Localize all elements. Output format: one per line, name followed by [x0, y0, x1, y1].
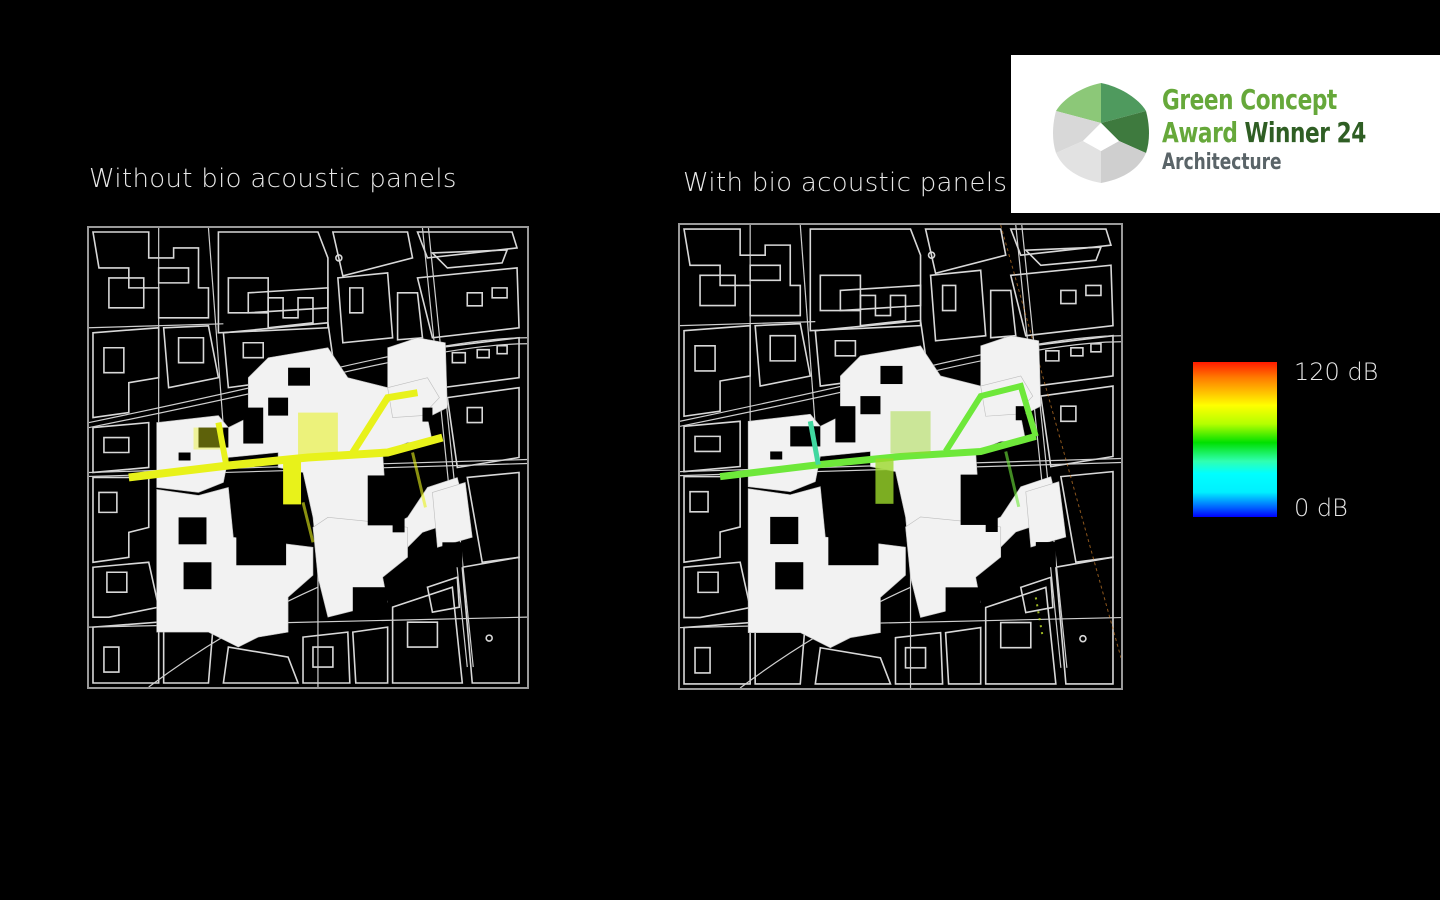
badge-winner-year: Winner 24 [1244, 116, 1367, 149]
site-plan-svg [680, 225, 1121, 688]
noise-particles [128, 389, 444, 543]
badge-line-green-concept: Green Concept [1162, 83, 1337, 116]
badge-award-word: Award [1162, 116, 1238, 149]
decibel-legend: 120 dB 0 dB [1193, 358, 1378, 522]
surrounding-parcels [683, 228, 1114, 685]
panel-line-marker [1000, 225, 1121, 658]
site-plan-svg [89, 228, 527, 687]
noise-particles [719, 382, 1044, 638]
badge-line-award-winner: Award Winner 24 [1162, 116, 1366, 149]
color-scale-bar [1193, 362, 1277, 517]
building-courtyards [178, 367, 463, 618]
panel-title-with-panels: With bio acoustic panels [683, 168, 1008, 198]
project-buildings [156, 337, 473, 648]
award-badge: Green Concept Award Winner 24 Architectu… [1011, 55, 1440, 213]
legend-max-label: 120 dB [1294, 358, 1379, 386]
project-buildings [747, 335, 1067, 649]
noise-map-with-panels [678, 223, 1123, 690]
noise-map-without-panels [87, 226, 529, 689]
badge-category: Architecture [1162, 150, 1282, 175]
legend-min-label: 0 dB [1294, 494, 1348, 522]
badge-text: Green Concept Award Winner 24 Architectu… [1162, 83, 1399, 177]
panel-title-without-panels: Without bio acoustic panels [89, 164, 457, 194]
surrounding-parcels [92, 231, 520, 684]
green-concept-hexagon-logo-icon [1053, 83, 1149, 183]
